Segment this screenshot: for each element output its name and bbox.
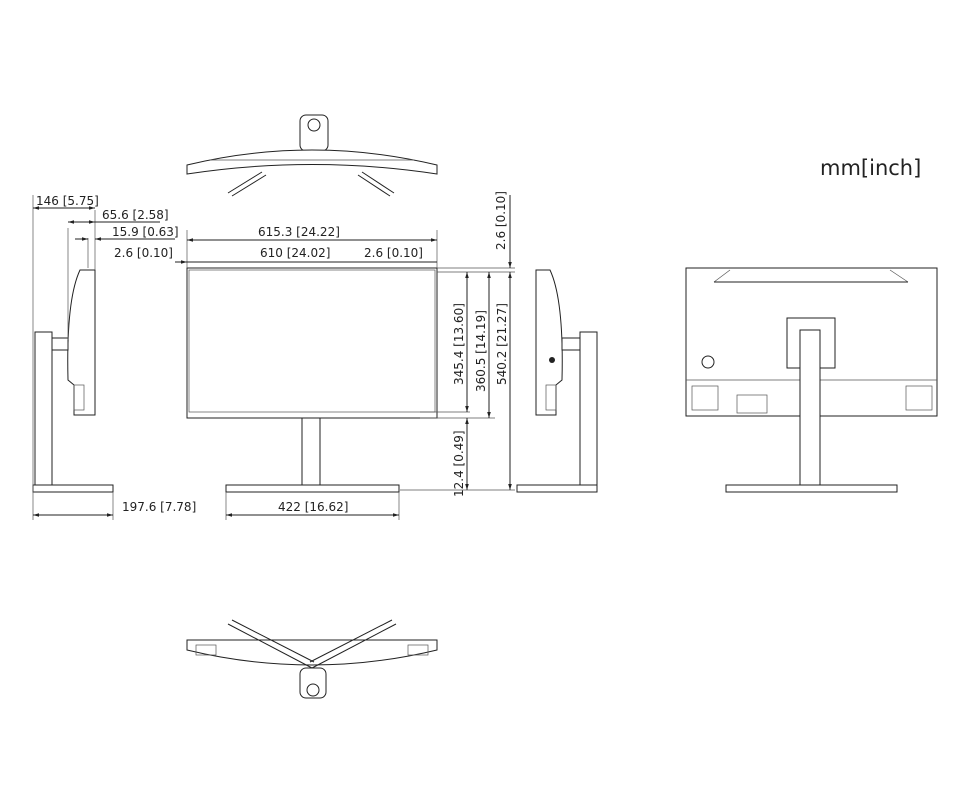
side-depth-label: 146 [5.75] — [36, 194, 99, 208]
screen-height-label: 345.4 [13.60] — [452, 303, 466, 385]
overall-height-label: 540.2 [21.27] — [495, 303, 509, 385]
bezel-top-label: 2.6 [0.10] — [494, 191, 508, 250]
right-side-view — [516, 269, 598, 493]
back-view — [685, 267, 938, 493]
screen-width-label: 610 [24.02] — [260, 246, 330, 260]
side-panel-depth-label: 65.6 [2.58] — [102, 208, 169, 222]
bezel-left-label: 2.6 [0.10] — [114, 246, 173, 260]
panel-height-label: 360.5 [14.19] — [474, 310, 488, 392]
base-clearance-label: 12.4 [0.49] — [452, 430, 466, 497]
base-depth-label: 197.6 [7.78] — [122, 500, 196, 514]
side-thin-depth-label: 15.9 [0.63] — [112, 225, 179, 239]
dimension-lines — [32, 195, 515, 520]
base-width-label: 422 [16.62] — [278, 500, 348, 514]
top-view — [186, 114, 438, 197]
units-label: mm[inch] — [820, 156, 922, 180]
bezel-right-label: 2.6 [0.10] — [364, 246, 423, 260]
front-view — [186, 267, 438, 493]
overall-width-label: 615.3 [24.22] — [258, 225, 340, 239]
left-side-view — [32, 269, 114, 493]
bottom-view — [186, 619, 438, 699]
